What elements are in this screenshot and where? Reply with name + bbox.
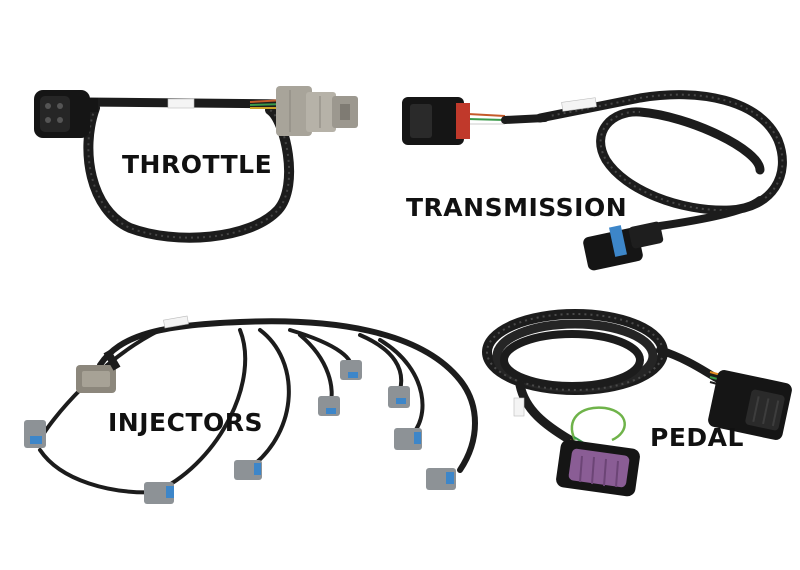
injector-connector-1	[24, 420, 46, 448]
throttle-cable-loop-texture	[87, 107, 291, 239]
injector-wire-tag	[163, 315, 189, 329]
injector-branch-6	[358, 333, 404, 392]
pedal-harness	[482, 309, 792, 497]
pedal-black-connector	[708, 370, 792, 440]
pedal-cable-lead-right	[656, 346, 724, 384]
injector-connector-2	[144, 482, 174, 504]
injector-connector-4	[340, 360, 362, 380]
transmission-blue-connector	[583, 221, 664, 271]
throttle-grey-connector	[276, 86, 358, 136]
injector-harness	[24, 315, 478, 504]
pedal-label: PEDAL	[650, 423, 744, 452]
pedal-wire-tag	[513, 397, 525, 417]
throttle-sensor-connector	[34, 90, 98, 138]
injector-connector-7	[394, 428, 422, 450]
pedal-purple-connector	[556, 439, 640, 497]
transmission-lower-lead	[656, 196, 764, 230]
injector-connector-3	[234, 460, 262, 480]
injector-branch-2	[158, 328, 248, 492]
transmission-harness	[402, 90, 787, 271]
injector-main-trunk	[97, 318, 478, 473]
injector-grey-main-connector	[76, 349, 121, 393]
transmission-cable-loop-texture	[539, 93, 784, 212]
transmission-label: TRANSMISSION	[406, 193, 628, 222]
injector-branch-3	[248, 328, 291, 470]
transmission-loose-wires	[467, 113, 549, 125]
transmission-wire-tag	[561, 97, 597, 112]
throttle-harness	[34, 86, 358, 243]
injector-connector-5	[318, 396, 340, 416]
injectors-label: INJECTORS	[108, 408, 264, 437]
injector-connector-6	[388, 386, 410, 408]
transmission-black-connector	[402, 97, 470, 145]
pedal-green-loop-wire	[570, 406, 626, 442]
pedal-cable-coil-inner	[500, 330, 644, 390]
injector-branch-8	[38, 448, 162, 495]
throttle-label: THROTTLE	[122, 150, 273, 179]
throttle-wire-tag	[167, 98, 195, 109]
injector-connector-8	[426, 468, 456, 490]
pedal-cable-lead-down	[515, 380, 575, 445]
